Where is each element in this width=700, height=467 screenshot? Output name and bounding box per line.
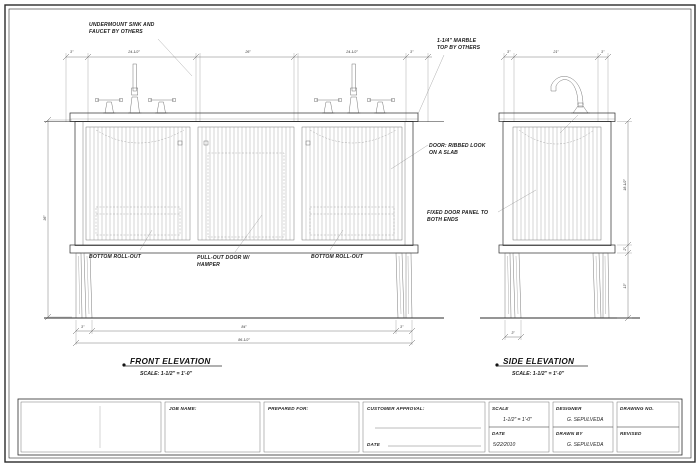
annotation-bottom-roll-out-right-line1: BOTTOM ROLL-OUT (311, 254, 364, 260)
cabinet-legs-side (504, 252, 610, 319)
title-block-prepared-for[interactable]: PREPARED FOR: (263, 401, 360, 453)
title-block-customer-approval[interactable]: CUSTOMER APPROVAL: DATE (362, 401, 486, 453)
side-elevation-scale: SCALE: 1-1/2" = 1'-0" (512, 371, 565, 377)
title-block-designer: DESIGNER G. SEPULVEDA (552, 401, 614, 428)
front-elevation-view: 3" 24-1/2" 26" 24-1/2" 3" 36" (43, 22, 486, 377)
cabinet-body-side (502, 114, 612, 246)
annotation-marble-top: 1-1/4" MARBLE TOP BY OTHERS (417, 38, 481, 115)
marble-countertop-side (498, 112, 616, 122)
dim-side-rail-height: 2" (623, 247, 627, 252)
prepared-for-label: PREPARED FOR: (268, 406, 309, 411)
annotation-fixed-door-panel: FIXED DOOR PANEL TO BOTH ENDS (427, 189, 537, 223)
drawn-by-label: DRAWN BY (556, 431, 583, 436)
dim-side-right-margin: 3" (601, 50, 605, 54)
scale-label: SCALE (492, 406, 509, 411)
title-block-revised: REVISED (616, 426, 680, 453)
annotation-marble-top-line1: 1-1/4" MARBLE (437, 38, 477, 44)
drawn-by-value: G. SEPULVEDA (567, 442, 604, 448)
annotation-undermount-sink-line2: FAUCET BY OTHERS (89, 29, 143, 35)
annotation-ribbed-door-line2: ON A SLAB (429, 150, 458, 156)
title-block-job-name[interactable]: JOB NAME: (164, 401, 261, 453)
title-block: JOB NAME: PREPARED FOR: CUSTOMER APPROVA… (17, 398, 683, 456)
dim-side-left-margin: 3" (507, 50, 511, 54)
faucet-side-gooseneck (550, 76, 590, 114)
annotation-undermount-sink-line1: UNDERMOUNT SINK AND (89, 22, 155, 28)
designer-label: DESIGNER (556, 406, 582, 411)
cabinet-bottom-rail-side (498, 244, 616, 254)
side-elevation-title: SIDE ELEVATION (503, 357, 575, 366)
dim-front-right-margin: 3" (400, 325, 404, 329)
front-bottom-dimension-chain: 3" 84" 3" 86-1/2" (72, 320, 416, 347)
door-panel-right (301, 126, 403, 241)
customer-date-label: DATE (367, 442, 381, 447)
annotation-pull-out-hamper-line1: PULL-OUT DOOR W/ (197, 255, 250, 261)
front-elevation-scale: SCALE: 1-1/2" = 1'-0" (140, 371, 193, 377)
dim-side-overall-depth: 21" (552, 50, 559, 54)
side-elevation-title-group: SIDE ELEVATION SCALE: 1-1/2" = 1'-0" (495, 357, 588, 377)
handle-right-cold (314, 98, 342, 114)
front-plumbing-fixtures (95, 63, 395, 114)
date-value: 5/22/2010 (493, 442, 515, 448)
title-block-logo-cell (20, 401, 162, 453)
title-block-drawn-by: DRAWN BY G. SEPULVEDA (552, 426, 614, 453)
sheet-border (4, 4, 696, 463)
annotation-ribbed-door-line1: DOOR: RIBBED LOOK (429, 143, 486, 149)
door-panel-left (85, 126, 191, 241)
side-elevation-view: 3" 21" 3" (427, 50, 640, 377)
cabinet-legs-front (75, 252, 413, 319)
dim-front-bay-left: 24-1/2" (127, 50, 140, 54)
side-top-dimension-chain: 3" 21" 3" (500, 50, 612, 122)
title-block-drawing-no: DRAWING NO. (616, 401, 680, 428)
dim-front-end-left: 3" (70, 50, 74, 54)
date-label: DATE (492, 431, 506, 436)
revised-label: REVISED (620, 431, 642, 436)
handle-right-hot (367, 98, 395, 114)
designer-value: G. SEPULVEDA (567, 417, 604, 423)
faucet-right (347, 63, 361, 114)
front-height-dimension: 36" (43, 116, 72, 321)
title-block-date: DATE 5/22/2010 (488, 426, 550, 453)
dim-front-overall-width-outer: 86-1/2" (238, 338, 250, 342)
door-panel-center (197, 126, 295, 241)
customer-approval-label: CUSTOMER APPROVAL: (367, 406, 425, 411)
front-elevation-title: FRONT ELEVATION (130, 357, 211, 366)
dim-front-end-right: 3" (410, 50, 414, 54)
handle-left-cold (95, 98, 123, 114)
annotation-undermount-sink: UNDERMOUNT SINK AND FAUCET BY OTHERS (89, 22, 193, 77)
dim-front-bay-right: 24-1/2" (345, 50, 358, 54)
cabinet-bottom-rail-front (69, 244, 419, 254)
annotation-bottom-roll-out-right: BOTTOM ROLL-OUT (311, 229, 364, 260)
dim-front-overall-height: 36" (43, 215, 47, 221)
job-name-label: JOB NAME: (169, 406, 197, 411)
front-top-dimension-chain: 3" 24-1/2" 26" 24-1/2" 3" (62, 50, 432, 122)
annotation-bottom-roll-out-left-line1: BOTTOM ROLL-OUT (89, 254, 142, 260)
dim-front-left-margin: 3" (81, 325, 85, 329)
faucet-left (128, 63, 142, 114)
annotation-ribbed-door: DOOR: RIBBED LOOK ON A SLAB (390, 143, 486, 170)
annotation-pull-out-hamper-line2: HAMPER (197, 262, 220, 268)
annotation-pull-out-hamper: PULL-OUT DOOR W/ HAMPER (197, 214, 263, 268)
annotation-fixed-door-panel-line2: BOTH ENDS (427, 217, 459, 223)
annotation-fixed-door-panel-line1: FIXED DOOR PANEL TO (427, 210, 488, 216)
dim-side-cabinet-height: 18-1/2" (623, 179, 627, 191)
side-height-dimension-chain: 18-1/2" 2" 13" (617, 117, 632, 322)
front-elevation-title-group: FRONT ELEVATION SCALE: 1-1/2" = 1'-0" (122, 357, 222, 377)
side-toe-dimension: 3" (501, 320, 525, 341)
annotation-marble-top-line2: TOP BY OTHERS (437, 45, 481, 51)
drawing-no-label: DRAWING NO. (620, 406, 654, 411)
dim-side-toe-note: 3" (511, 331, 515, 335)
scale-value: 1-1/2" = 1'-0" (503, 417, 532, 423)
dim-front-bay-center: 26" (244, 50, 251, 54)
dim-side-leg-height: 13" (623, 283, 627, 289)
handle-left-hot (148, 98, 176, 114)
cabinet-body-front (74, 121, 414, 246)
title-block-scale: SCALE 1-1/2" = 1'-0" (488, 401, 550, 428)
marble-countertop (44, 112, 444, 122)
annotation-bottom-roll-out-left: BOTTOM ROLL-OUT (89, 229, 153, 260)
dim-front-overall-width: 84" (241, 325, 247, 329)
